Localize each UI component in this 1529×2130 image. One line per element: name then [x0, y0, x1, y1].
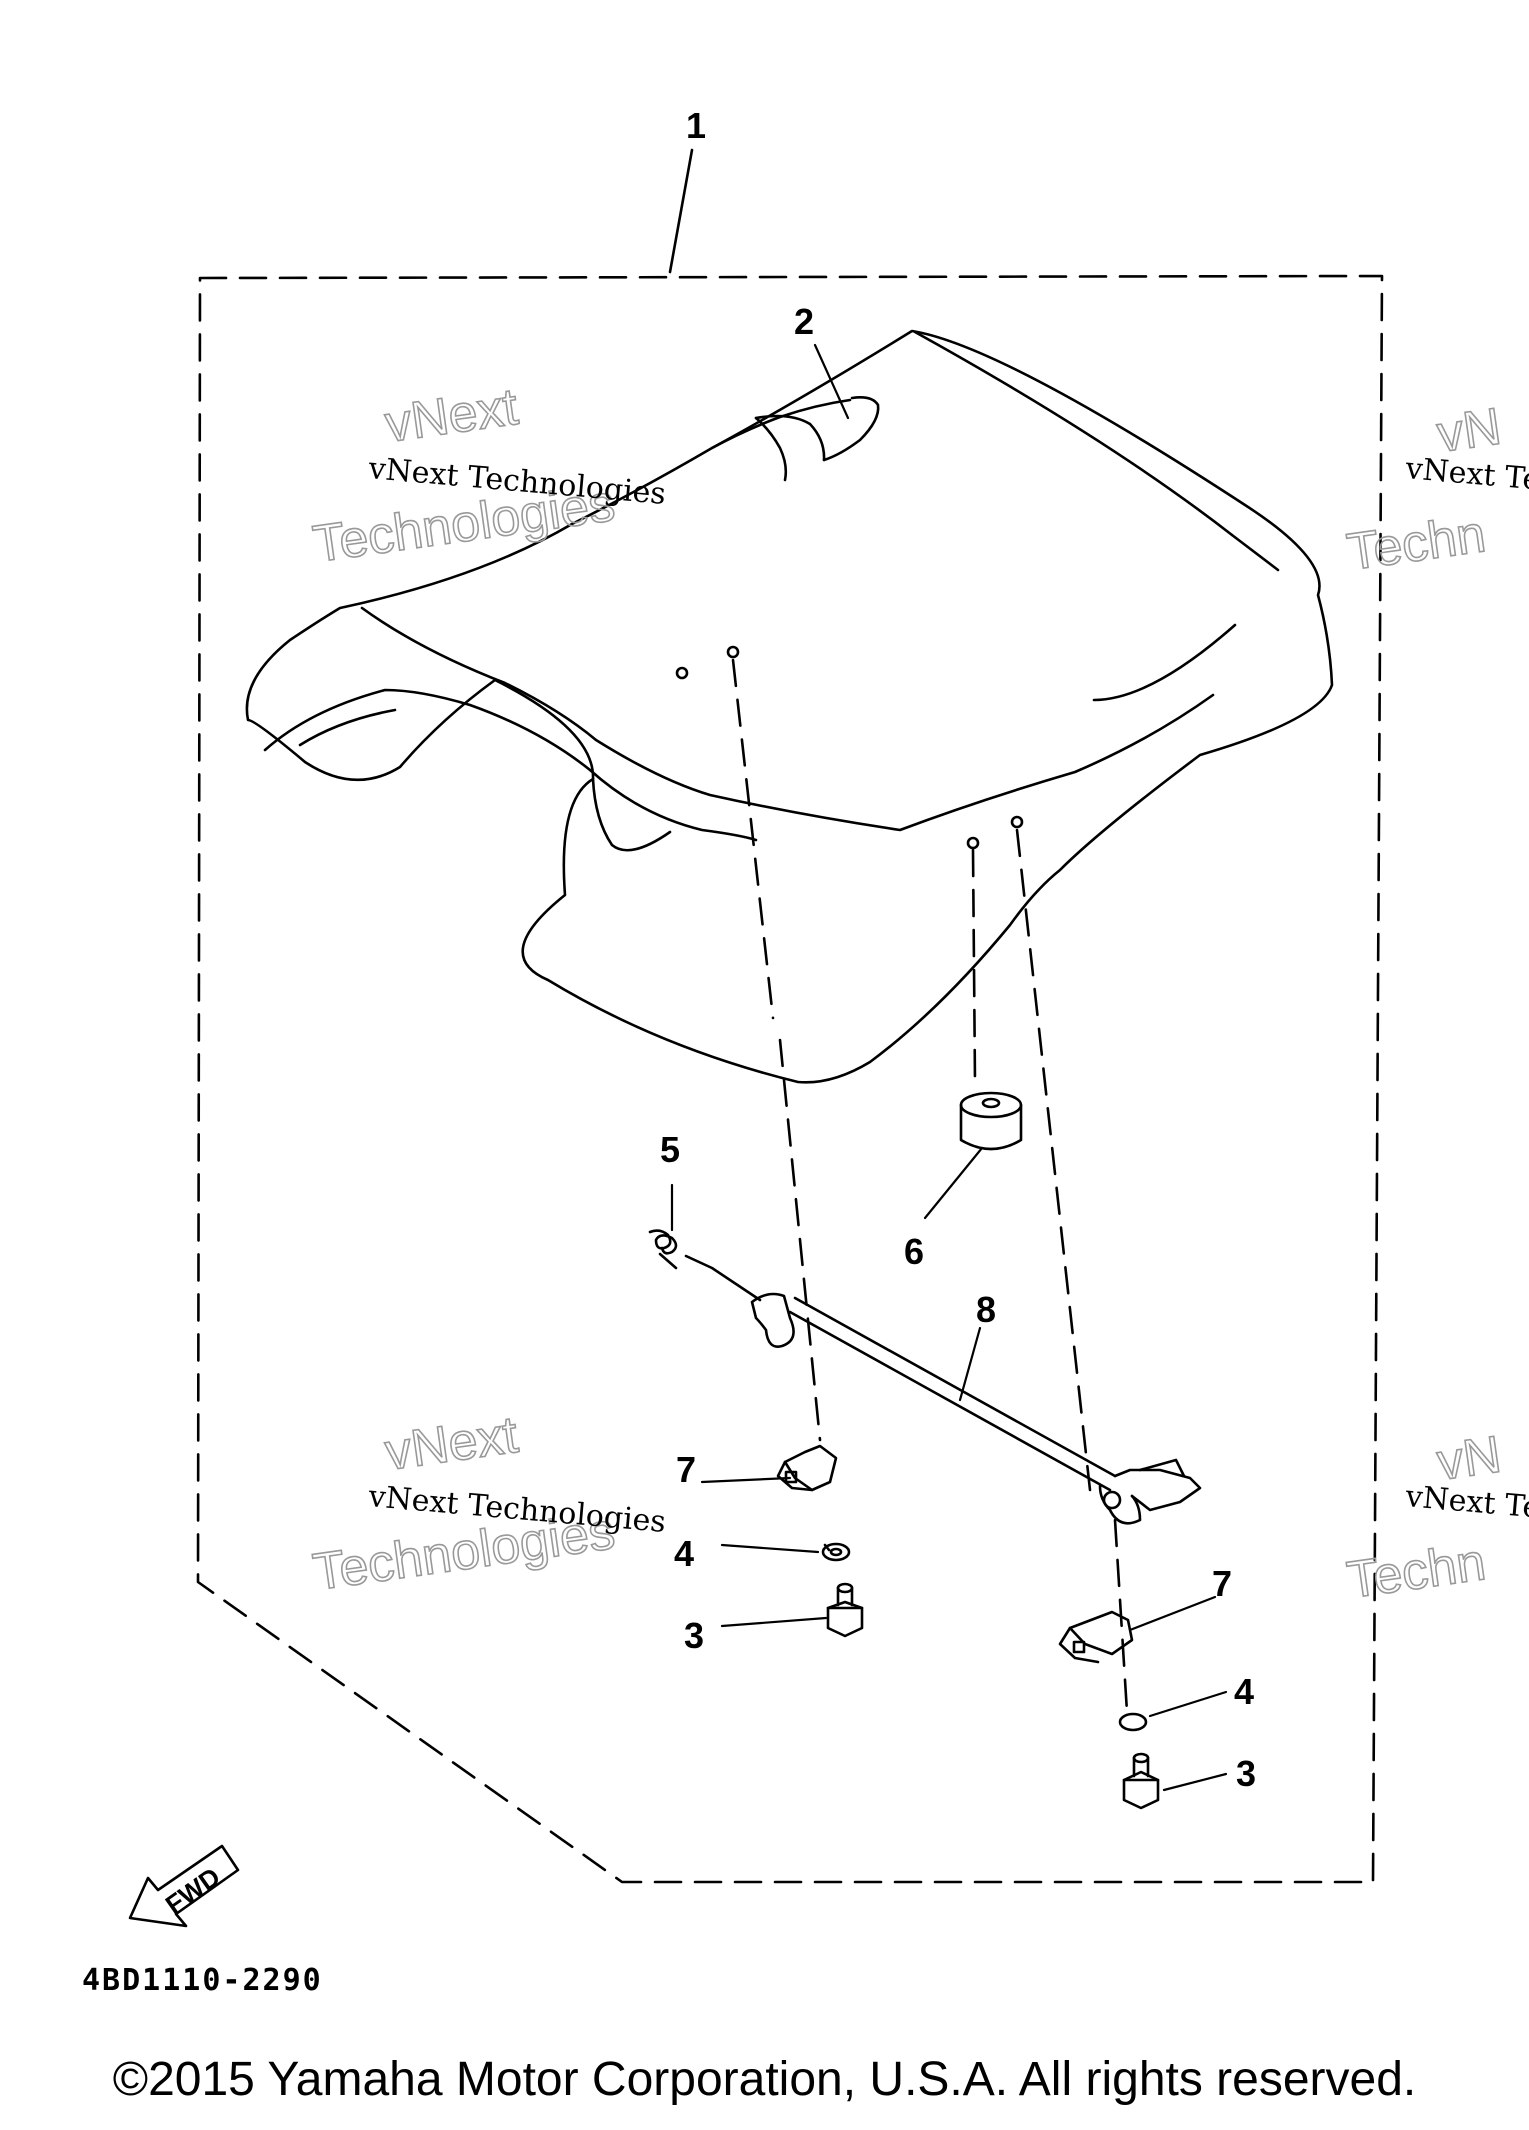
svg-text:Techn: Techn: [1344, 1533, 1489, 1610]
callout-4-left: 4: [674, 1533, 694, 1574]
seat-outline: [245, 329, 1334, 1084]
watermark-left-top: vNext Technologies vNext Technologies: [309, 377, 667, 575]
callout-leaders: [670, 343, 1228, 1792]
svg-text:vN: vN: [1434, 398, 1505, 464]
svg-text:vNext: vNext: [382, 378, 522, 454]
callout-1: 1: [686, 105, 706, 146]
fwd-arrow-icon: [128, 1844, 240, 1928]
svg-text:vN: vN: [1434, 1426, 1505, 1492]
callout-7-left: 7: [676, 1449, 696, 1490]
fwd-label: FWD: [160, 1861, 226, 1920]
leader-line-1: [668, 148, 694, 274]
svg-text:Techn: Techn: [1344, 505, 1489, 582]
svg-text:vNext Te: vNext Te: [1403, 451, 1529, 498]
callout-3-left: 3: [684, 1615, 704, 1656]
watermark-right-top: vN Techn vNext Te: [1343, 397, 1529, 583]
callout-5: 5: [660, 1129, 680, 1170]
copyright-notice: ©2015 Yamaha Motor Corporation, U.S.A. A…: [112, 2053, 1417, 2106]
svg-text:vNext Te: vNext Te: [1403, 1479, 1529, 1526]
bolt-part-3: [826, 1582, 1160, 1810]
mounting-holes: [675, 645, 1024, 850]
washer-part-4: [821, 1542, 1148, 1732]
bracket-part-7: [776, 1444, 1134, 1664]
watermark-right-bottom: vN Techn vNext Te: [1343, 1425, 1529, 1611]
callout-6: 6: [904, 1231, 924, 1272]
rod-part-8: [750, 1292, 1202, 1525]
callout-3-right: 3: [1236, 1753, 1256, 1794]
watermark-left-bottom: vNext Technologies vNext Technologies: [309, 1405, 667, 1603]
drawing-code: 4BD1110-2290: [82, 1963, 323, 1998]
spring-part-5: [648, 1229, 762, 1302]
callout-4-right: 4: [1234, 1671, 1254, 1712]
callout-2: 2: [794, 301, 814, 342]
assembly-boundary: [196, 274, 1384, 1884]
callout-8: 8: [976, 1289, 996, 1330]
svg-text:vNext: vNext: [382, 1406, 522, 1482]
damper-part-6: [959, 1091, 1023, 1151]
callout-7-right: 7: [1212, 1563, 1232, 1604]
